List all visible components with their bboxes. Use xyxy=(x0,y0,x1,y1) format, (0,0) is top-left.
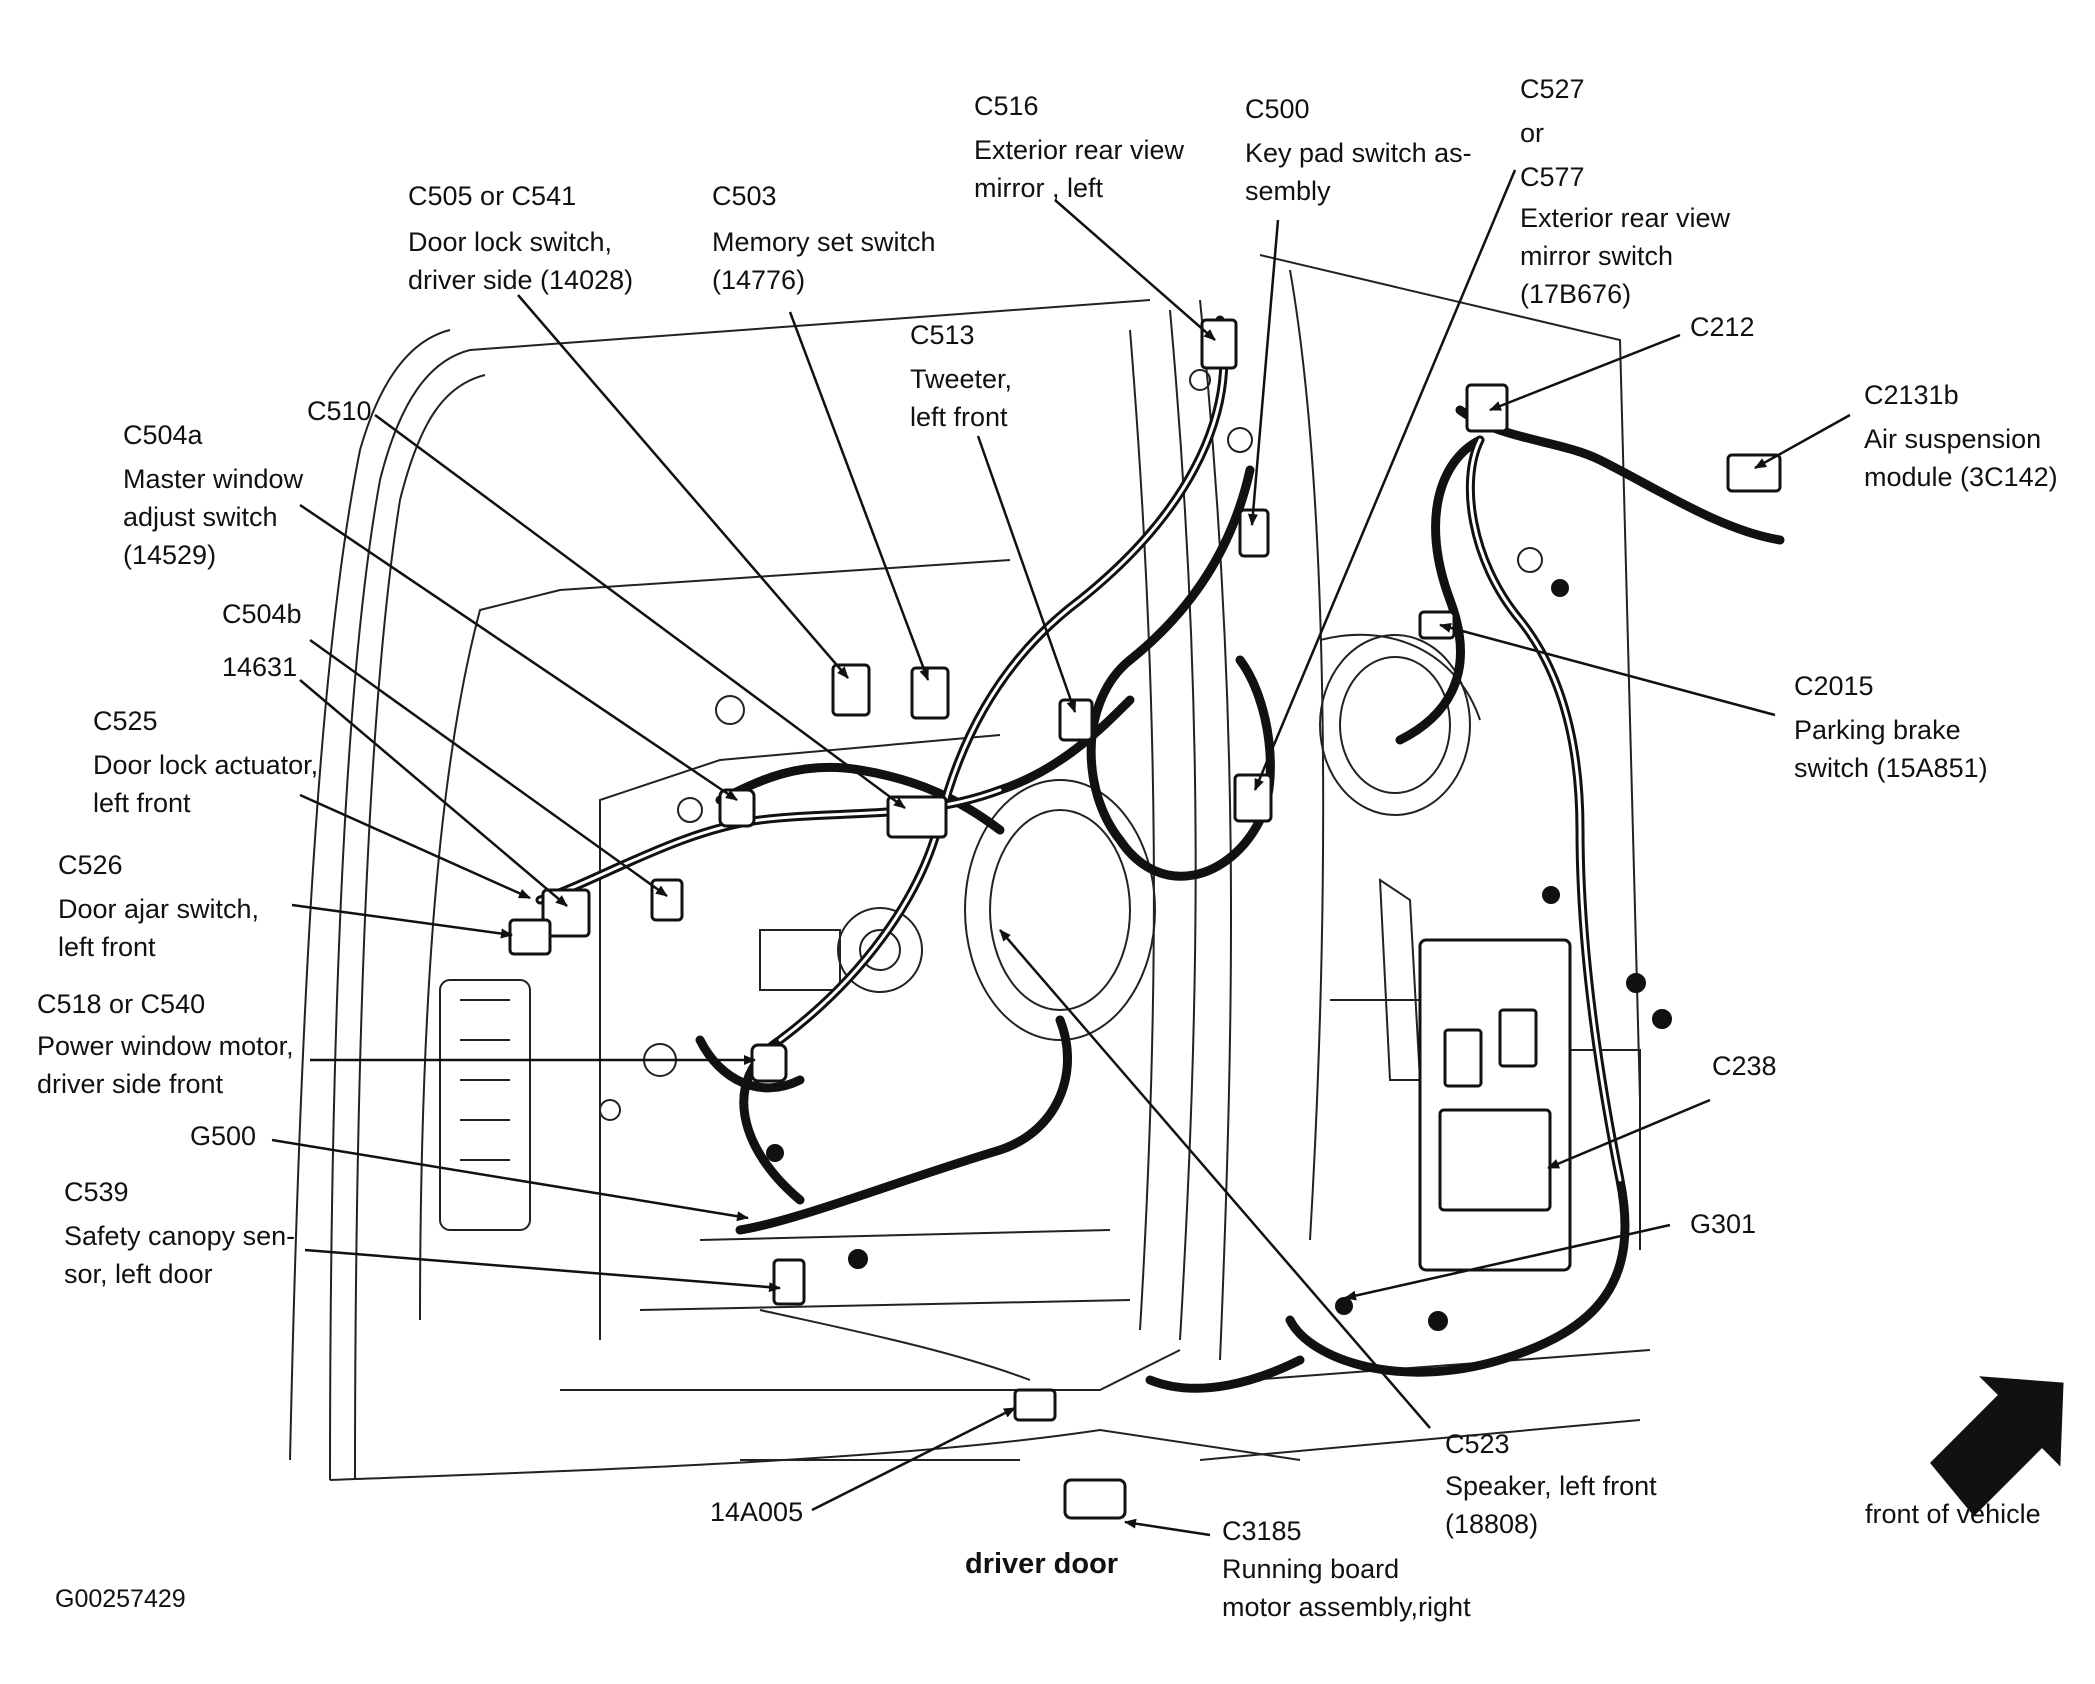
connector-c527 xyxy=(1233,773,1273,823)
leader-c2131b xyxy=(1754,413,1851,470)
leader-c525 xyxy=(299,793,531,900)
leader-g301 xyxy=(1344,1223,1671,1301)
leader-c2015 xyxy=(1439,623,1776,717)
bolt-icon xyxy=(1542,886,1560,904)
leader-14631 xyxy=(299,679,568,907)
leader-c523 xyxy=(999,929,1431,1429)
label-c526: C526 Door ajar switch, left front xyxy=(58,850,260,962)
label-c2131b: C2131b Air suspension module (3C142) xyxy=(1864,380,2058,492)
connector-c505 xyxy=(831,663,871,717)
bolt-icon xyxy=(848,1249,868,1269)
label-c516: C516 Exterior rear view mirror , left xyxy=(974,91,1185,203)
label-c500: C500 Key pad switch as- sembly xyxy=(1245,94,1472,206)
connector-c513 xyxy=(1058,698,1094,742)
connector-c526 xyxy=(508,918,552,956)
connector-c2015 xyxy=(1418,610,1456,640)
module-c238 xyxy=(1418,938,1572,1272)
connectors xyxy=(508,318,1782,1520)
leader-c526 xyxy=(291,903,513,939)
connector-c510 xyxy=(718,788,756,828)
connector-c525 xyxy=(541,888,591,938)
connector-c3185 xyxy=(1063,1478,1127,1520)
label-c2015: C2015 Parking brake switch (15A851) xyxy=(1794,671,1988,783)
label-c527: C527 or C577 Exterior rear view mirror s… xyxy=(1520,74,1731,309)
vehicle-body-lineart xyxy=(289,254,1651,1481)
connector-c504b xyxy=(650,878,684,922)
label-c518: C518 or C540 Power window motor, driver … xyxy=(37,989,294,1099)
label-c238: C238 xyxy=(1712,1051,1777,1081)
label-c510: C510 xyxy=(307,396,372,426)
connector-c539 xyxy=(772,1258,806,1306)
label-14631: 14631 xyxy=(222,652,298,682)
label-c525: C525 Door lock actuator, left front xyxy=(93,706,319,818)
wiring-harness xyxy=(535,315,1785,1393)
connector-c2131b xyxy=(1726,453,1782,493)
label-c513: C513 Tweeter, left front xyxy=(910,320,1013,432)
leader-c510 xyxy=(374,413,906,810)
bolts xyxy=(766,579,1672,1331)
leader-c3185 xyxy=(1124,1518,1211,1537)
leader-g500 xyxy=(271,1138,749,1222)
connector-c503 xyxy=(910,666,950,720)
label-c504b: C504b xyxy=(222,599,302,629)
figure-id: G00257429 xyxy=(55,1585,186,1613)
leader-c513 xyxy=(976,435,1077,713)
diagram-caption: driver door xyxy=(965,1548,1119,1580)
connector-c500 xyxy=(1238,508,1270,558)
bolt-icon xyxy=(1428,1311,1448,1331)
label-c539: C539 Safety canopy sen- sor, left door xyxy=(64,1177,296,1289)
leader-c516 xyxy=(1054,199,1216,341)
connector-14a005 xyxy=(1013,1388,1057,1422)
bolt-icon xyxy=(1626,973,1646,993)
leader-c504b xyxy=(309,638,668,898)
label-c3185: C3185 Running board motor assembly,right xyxy=(1222,1516,1471,1622)
bolt-icon xyxy=(1652,1009,1672,1029)
leader-c238 xyxy=(1547,1098,1711,1170)
connector-c516 xyxy=(1200,318,1238,370)
leader-c503 xyxy=(788,311,930,681)
leader-c504a xyxy=(299,503,738,802)
front-of-vehicle-arrow-icon xyxy=(1929,1376,2064,1517)
leader-c500 xyxy=(1247,219,1280,526)
label-g301: G301 xyxy=(1690,1209,1757,1239)
bolt-icon xyxy=(1335,1297,1353,1315)
bolt-icon xyxy=(1551,579,1569,597)
label-c503: C503 Memory set switch (14776) xyxy=(712,181,936,295)
label-14a005: 14A005 xyxy=(710,1497,804,1527)
leader-c527 xyxy=(1253,169,1517,791)
label-c504a: C504a Master window adjust switch (14529… xyxy=(123,420,304,570)
front-of-vehicle-label: front of vehicle xyxy=(1865,1499,2041,1529)
label-g500: G500 xyxy=(190,1121,257,1151)
leader-c505 xyxy=(517,294,849,679)
leader-c212 xyxy=(1489,333,1681,412)
leader-lines xyxy=(271,169,1851,1537)
connector-c212 xyxy=(1465,383,1509,433)
label-c505: C505 or C541 Door lock switch, driver si… xyxy=(408,181,634,295)
leader-c539 xyxy=(304,1248,781,1293)
label-c523: C523 Speaker, left front (18808) xyxy=(1445,1429,1657,1539)
label-c212: C212 xyxy=(1690,312,1755,342)
leader-14a005 xyxy=(811,1406,1016,1512)
bolt-icon xyxy=(766,1144,784,1162)
connector-c518 xyxy=(750,1043,788,1083)
